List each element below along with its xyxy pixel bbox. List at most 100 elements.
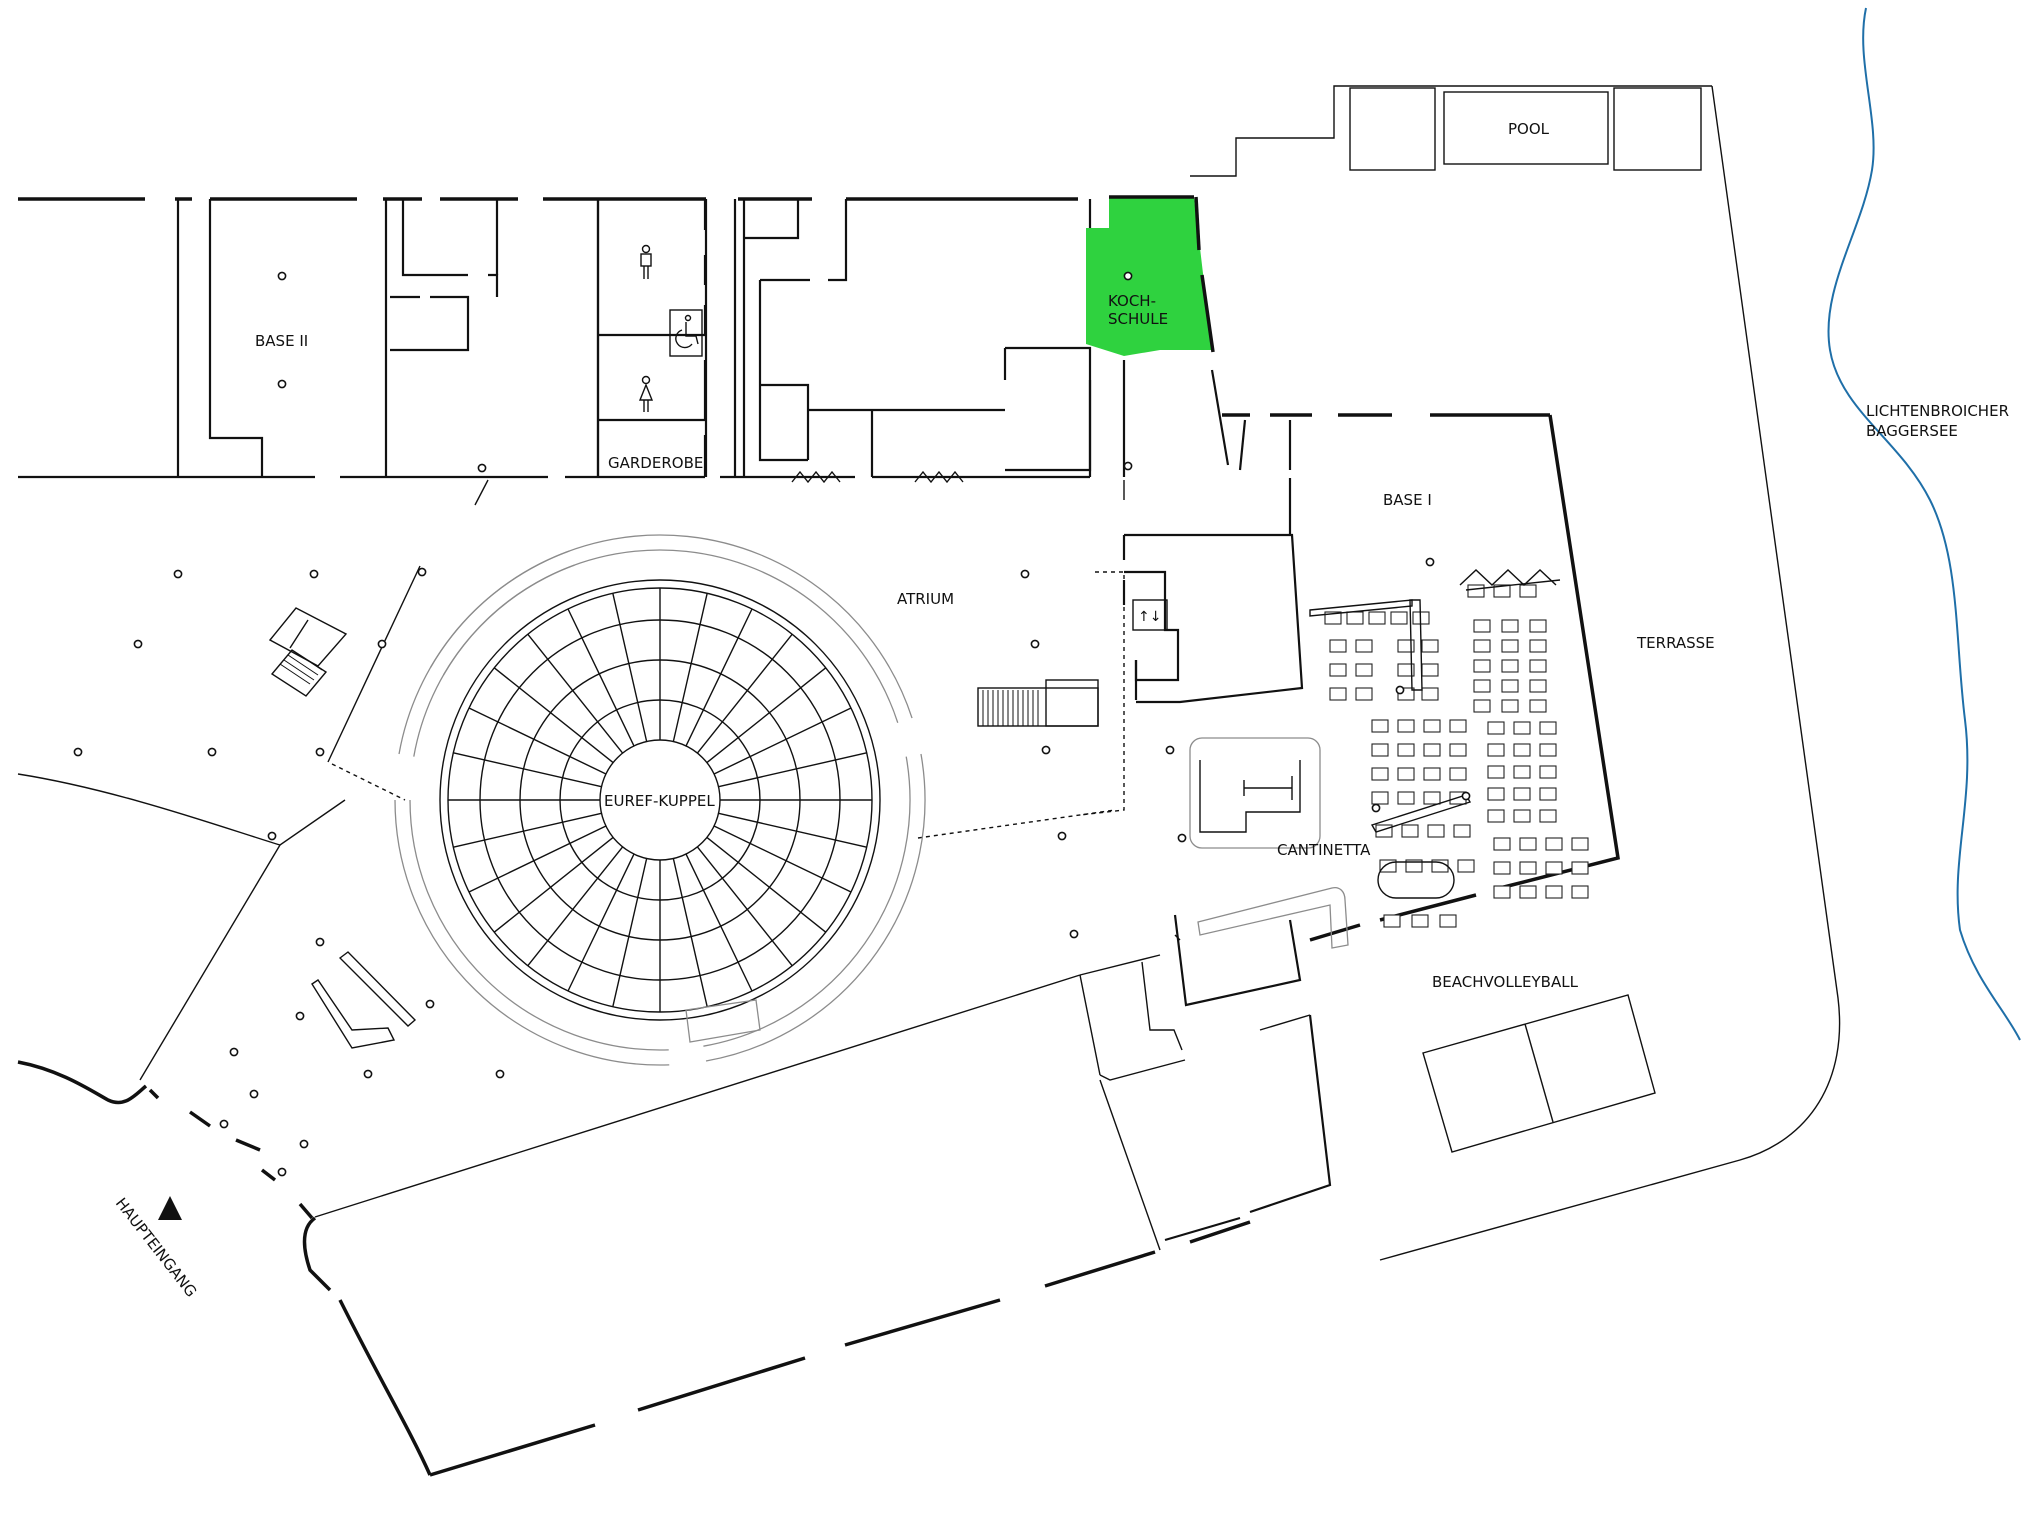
table <box>1411 914 1429 928</box>
dome-radial <box>672 858 708 1007</box>
table <box>1539 809 1557 823</box>
elevator-icon: ↑↓ <box>1138 609 1161 625</box>
label-haupteingang: HAUPTEINGANG <box>112 1194 200 1300</box>
table <box>1457 859 1475 873</box>
label-base-i: BASE I <box>1383 491 1432 509</box>
table <box>1397 663 1415 677</box>
table <box>1513 743 1531 757</box>
dome-radial <box>706 836 827 933</box>
table <box>1346 611 1364 625</box>
table <box>1397 767 1415 781</box>
column <box>133 639 143 649</box>
dome-radial <box>713 825 852 893</box>
table <box>1449 767 1467 781</box>
table <box>1421 639 1439 653</box>
table <box>1371 743 1389 757</box>
column <box>207 747 217 757</box>
dome-ring <box>442 549 899 723</box>
dome-radial <box>567 853 635 992</box>
table <box>1473 659 1491 673</box>
table <box>1487 765 1505 779</box>
north-wing-walls <box>18 197 1092 506</box>
table <box>1513 721 1531 735</box>
column <box>495 1069 505 1079</box>
column <box>1371 803 1381 813</box>
atrium-stair <box>977 679 1099 727</box>
label-atrium: ATRIUM <box>897 590 954 608</box>
dome-ring <box>409 799 669 1051</box>
table <box>1473 679 1491 693</box>
table <box>1487 721 1505 735</box>
table <box>1539 765 1557 779</box>
label-kochschule-1: KOCH- <box>1108 292 1156 310</box>
column <box>1020 569 1030 579</box>
table <box>1545 837 1563 851</box>
table <box>1493 885 1511 899</box>
table <box>1397 639 1415 653</box>
column <box>295 1011 305 1021</box>
dome-ring <box>705 753 926 1062</box>
column <box>1069 929 1079 939</box>
table <box>1519 837 1537 851</box>
table <box>1529 619 1547 633</box>
dome-radial <box>468 825 607 893</box>
beachvolleyball-court <box>1422 994 1656 1153</box>
table <box>1513 787 1531 801</box>
table <box>1421 687 1439 701</box>
table <box>1501 699 1519 713</box>
dome-radial <box>696 846 793 967</box>
column <box>229 1047 239 1057</box>
table <box>1529 679 1547 693</box>
table <box>1501 659 1519 673</box>
south-wing-walls <box>314 914 1332 1251</box>
table <box>1519 885 1537 899</box>
dome-ring <box>394 799 670 1066</box>
table <box>1405 859 1423 873</box>
dome-radial <box>706 667 827 764</box>
dome-radial <box>493 836 614 933</box>
dome-radial <box>453 752 602 788</box>
kochschule-room[interactable] <box>1086 197 1212 356</box>
column <box>1177 833 1187 843</box>
column <box>1395 685 1405 695</box>
column <box>299 1139 309 1149</box>
table <box>1487 743 1505 757</box>
west-stair <box>268 607 348 697</box>
table <box>1423 767 1441 781</box>
table <box>1355 687 1373 701</box>
column <box>1123 271 1133 281</box>
table <box>1439 914 1457 928</box>
table <box>1513 809 1531 823</box>
column <box>377 639 387 649</box>
dome-radial <box>685 608 753 747</box>
dome-radial <box>527 633 624 754</box>
table <box>1529 699 1547 713</box>
oval-table <box>1377 861 1455 899</box>
dome-radial <box>718 812 867 848</box>
wheelchair-icon <box>669 309 703 357</box>
female-restroom-icon <box>638 375 654 412</box>
dome-radial <box>453 812 602 848</box>
column <box>309 569 319 579</box>
table <box>1371 719 1389 733</box>
lake-shoreline <box>1827 7 2021 1041</box>
table <box>1501 679 1519 693</box>
table <box>1397 791 1415 805</box>
table <box>1371 767 1389 781</box>
table <box>1571 885 1589 899</box>
table <box>1423 743 1441 757</box>
label-lake-1: LICHTENBROICHER <box>1866 402 2009 420</box>
west-walls <box>17 565 1116 1081</box>
table <box>1427 824 1445 838</box>
dome-ring <box>413 564 575 757</box>
table <box>1355 663 1373 677</box>
bar-counter <box>1309 599 1413 617</box>
dome-radial <box>567 608 635 747</box>
column <box>277 271 287 281</box>
table <box>1473 619 1491 633</box>
east-corridor <box>1122 360 1550 535</box>
column <box>1123 461 1133 471</box>
dome-radial <box>612 858 648 1007</box>
male-restroom-icon <box>640 244 652 279</box>
label-base-ii: BASE II <box>255 332 308 350</box>
